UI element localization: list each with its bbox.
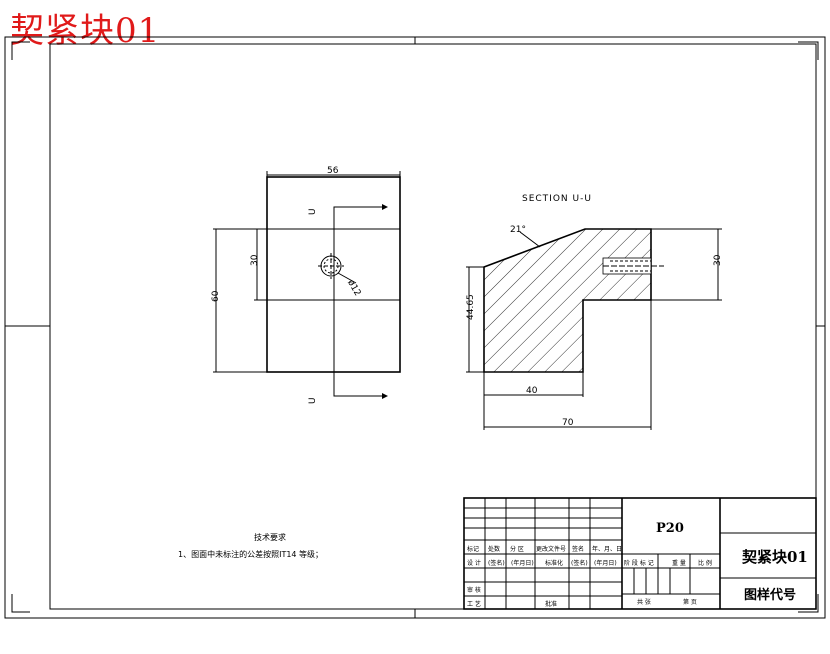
sheet-label-1: 第 页 (683, 598, 697, 606)
drawing-stamp-title: 契紧块01 (10, 11, 161, 51)
corner-marks (11, 41, 819, 613)
dim-front-width: 56 (327, 166, 339, 176)
dim-section-bottom-long: 70 (562, 418, 574, 428)
dim-section-bottom-short: 40 (526, 386, 538, 396)
row1-label-0: 标记 (467, 545, 479, 553)
row2-label-3: 标准化 (545, 559, 563, 567)
cut-mark-bottom: U (308, 397, 318, 404)
stage-label-2: 比 例 (698, 559, 712, 567)
dim-front-height: 60 (211, 290, 221, 302)
material-label: P20 (656, 521, 684, 536)
outer-border (4, 36, 826, 619)
inner-frame (49, 43, 817, 610)
technical-notes: 技术要求 1、图面中未标注的公差按照IT14 等级； (178, 532, 323, 559)
row2-label-0: 设 计 (467, 559, 481, 567)
row1-label-3: 更改文件号 (536, 545, 566, 553)
dim-section-left-height: 44.65 (466, 294, 476, 320)
section-body (483, 228, 652, 373)
row1-label-2: 分 区 (510, 545, 524, 553)
sheet-label-0: 共 张 (637, 598, 651, 606)
row1-label-4: 签名 (572, 545, 584, 553)
row2-label-2: (年月日) (511, 559, 534, 567)
cut-mark-top: U (308, 208, 318, 215)
section-title: SECTION U-U (522, 194, 592, 204)
stage-label-1: 重 量 (672, 559, 686, 567)
part-name: 契紧块01 (741, 548, 808, 566)
tech-notes-title: 技术要求 (254, 532, 286, 542)
dim-section-right-height: 30 (713, 254, 723, 266)
dim-front-inner-height: 30 (250, 254, 260, 266)
drawing-code-label: 图样代号 (744, 587, 796, 603)
dim-hole-diameter: ø12 (345, 278, 362, 298)
row4-label-0: 工 艺 (467, 600, 481, 608)
centering-marks (5, 37, 825, 618)
row2-label-4: (签名) (571, 559, 588, 567)
angle-label: 21° (510, 225, 526, 235)
title-block: 标记 处数 分 区 更改文件号 签名 年、月、日 设 计 (签名) (年月日) … (463, 497, 817, 610)
section-view: SECTION U-U 21° 44.65 30 40 70 (466, 194, 723, 430)
row4-label-1: 批准 (545, 600, 557, 608)
front-view: ø12 56 60 30 U U (211, 166, 401, 404)
row2-label-5: (年月日) (594, 559, 617, 567)
row1-label-5: 年、月、日 (592, 545, 622, 553)
row1-label-1: 处数 (488, 545, 500, 553)
stage-label-0: 阶 段 标 记 (624, 559, 654, 567)
row2-label-1: (签名) (488, 559, 505, 567)
tech-notes-line1: 1、图面中未标注的公差按照IT14 等级； (178, 549, 323, 559)
row3-label-0: 审 核 (467, 586, 481, 594)
